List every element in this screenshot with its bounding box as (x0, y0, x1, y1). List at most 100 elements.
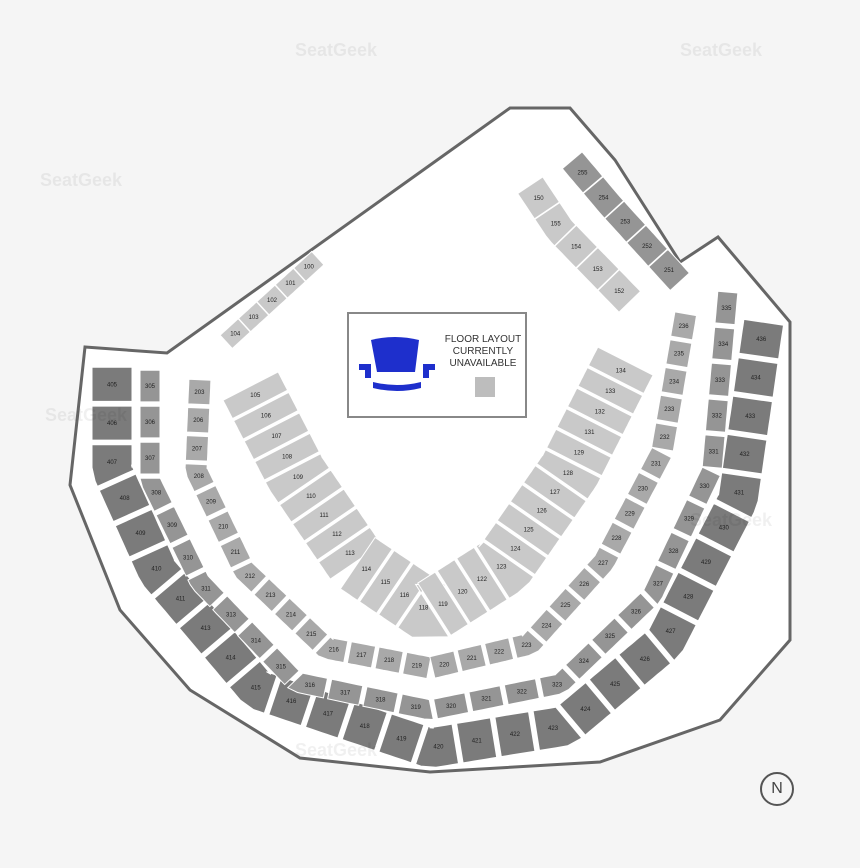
section-306[interactable] (139, 405, 161, 439)
section-115[interactable] (358, 549, 412, 614)
section-233[interactable] (655, 394, 683, 424)
section-230[interactable] (626, 471, 659, 506)
section-210[interactable] (207, 510, 240, 544)
section-127[interactable] (522, 464, 587, 519)
section-203[interactable] (187, 378, 212, 406)
section-227[interactable] (585, 546, 620, 581)
section-419[interactable] (378, 713, 425, 764)
section-128[interactable] (535, 449, 602, 500)
section-428[interactable] (662, 571, 715, 622)
section-125[interactable] (496, 502, 561, 557)
section-310[interactable] (171, 538, 205, 577)
section-214[interactable] (273, 597, 309, 632)
section-150[interactable] (517, 176, 561, 220)
section-422[interactable] (494, 711, 536, 758)
section-254[interactable] (582, 176, 625, 219)
section-234[interactable] (660, 366, 688, 396)
section-213[interactable] (253, 577, 288, 613)
section-226[interactable] (567, 566, 602, 602)
section-426[interactable] (618, 631, 672, 687)
section-207[interactable] (184, 435, 210, 462)
section-316[interactable] (286, 672, 329, 699)
section-406[interactable] (91, 405, 133, 441)
section-311[interactable] (187, 570, 225, 608)
section-318[interactable] (362, 686, 399, 714)
section-433[interactable] (727, 395, 773, 437)
section-321[interactable] (468, 685, 505, 713)
section-229[interactable] (613, 496, 646, 530)
section-208[interactable] (184, 463, 215, 493)
section-217[interactable] (346, 641, 377, 669)
section-421[interactable] (456, 717, 498, 764)
section-329[interactable] (672, 499, 706, 538)
section-434[interactable] (732, 357, 779, 398)
section-134[interactable] (587, 346, 654, 395)
section-409[interactable] (114, 508, 167, 558)
section-429[interactable] (679, 537, 733, 588)
section-155[interactable] (534, 201, 577, 247)
section-319[interactable] (397, 693, 434, 721)
section-317[interactable] (327, 678, 364, 706)
section-154[interactable] (554, 224, 599, 269)
section-110[interactable] (278, 469, 344, 523)
section-315[interactable] (261, 647, 300, 686)
section-220[interactable] (429, 650, 460, 679)
section-410[interactable] (130, 544, 183, 596)
section-407[interactable] (91, 444, 135, 487)
section-152[interactable] (597, 268, 642, 313)
section-432[interactable] (721, 433, 768, 475)
section-314[interactable] (236, 621, 275, 660)
section-215[interactable] (294, 616, 329, 652)
section-131[interactable] (556, 408, 623, 456)
section-209[interactable] (195, 484, 227, 518)
section-305[interactable] (139, 369, 161, 403)
section-106[interactable] (232, 391, 299, 440)
section-405[interactable] (91, 366, 133, 402)
section-322[interactable] (503, 678, 540, 706)
section-408[interactable] (98, 473, 151, 523)
section-100[interactable] (292, 250, 325, 283)
section-418[interactable] (341, 700, 388, 752)
section-114[interactable] (339, 536, 393, 602)
section-236[interactable] (670, 311, 698, 341)
section-119[interactable] (417, 571, 469, 637)
section-222[interactable] (483, 637, 515, 666)
section-212[interactable] (231, 561, 268, 593)
section-123[interactable] (475, 540, 535, 599)
section-108[interactable] (254, 432, 320, 481)
section-107[interactable] (243, 412, 310, 461)
section-228[interactable] (600, 521, 633, 555)
section-431[interactable] (715, 472, 762, 519)
section-221[interactable] (456, 643, 487, 673)
section-332[interactable] (704, 398, 729, 433)
section-425[interactable] (588, 656, 642, 711)
section-253[interactable] (604, 200, 647, 244)
section-326[interactable] (616, 592, 656, 631)
section-328[interactable] (656, 531, 690, 571)
section-126[interactable] (509, 483, 574, 538)
section-232[interactable] (651, 422, 679, 452)
section-324[interactable] (564, 642, 604, 681)
section-427[interactable] (647, 606, 697, 662)
section-251[interactable] (647, 248, 691, 292)
section-424[interactable] (558, 681, 613, 736)
section-333[interactable] (708, 362, 732, 397)
section-335[interactable] (714, 290, 739, 326)
section-153[interactable] (575, 246, 620, 291)
section-216[interactable] (314, 636, 349, 664)
section-124[interactable] (483, 521, 548, 576)
section-436[interactable] (738, 318, 785, 360)
section-225[interactable] (548, 587, 583, 623)
section-309[interactable] (155, 505, 189, 545)
section-313[interactable] (212, 595, 250, 634)
section-129[interactable] (545, 428, 612, 477)
section-323[interactable] (539, 667, 577, 699)
section-235[interactable] (665, 339, 693, 369)
section-111[interactable] (291, 488, 357, 542)
section-320[interactable] (433, 692, 470, 720)
section-307[interactable] (139, 441, 161, 475)
section-330[interactable] (687, 466, 721, 506)
section-120[interactable] (436, 559, 489, 624)
section-132[interactable] (566, 387, 633, 436)
section-105[interactable] (222, 371, 289, 420)
